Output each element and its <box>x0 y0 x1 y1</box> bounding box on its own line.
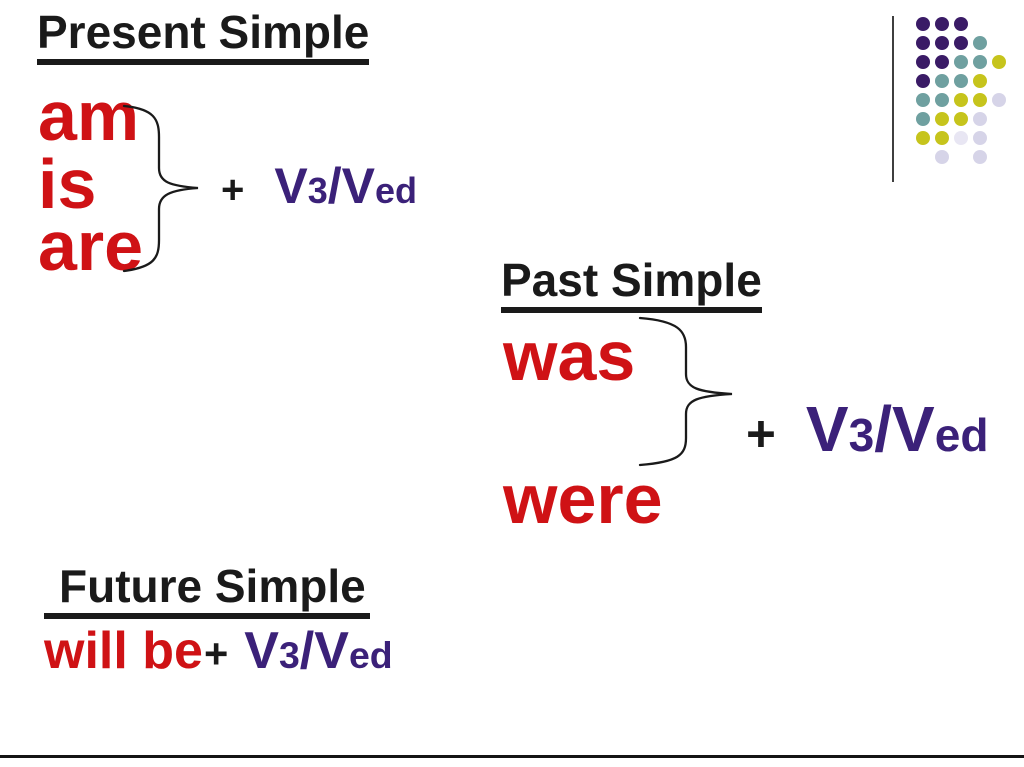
bottom-divider-line <box>0 755 1024 758</box>
plus-sign: + <box>221 168 245 212</box>
aux-form-are: are <box>38 207 144 285</box>
dot-row <box>913 71 1009 90</box>
dot-icon <box>972 54 987 69</box>
dot-icon <box>934 92 949 107</box>
dot-icon <box>915 35 930 50</box>
dot-pattern-decoration <box>913 14 1009 166</box>
dot-icon <box>915 16 930 31</box>
aux-form-am: am <box>38 77 140 155</box>
dot-row <box>913 90 1009 109</box>
verb-v: V <box>892 393 935 465</box>
dot-icon <box>915 54 930 69</box>
verb-v: V <box>805 393 849 465</box>
dot-icon <box>934 73 949 88</box>
vertical-line-decoration <box>892 16 894 182</box>
dot-icon <box>934 111 949 126</box>
plus-sign: + <box>746 405 776 462</box>
verb-sub-ed: ed <box>934 409 989 461</box>
slash: / <box>299 622 315 680</box>
formula-present: +V3/Ved <box>221 161 417 211</box>
dot-row <box>913 109 1009 128</box>
dot-icon <box>953 73 968 88</box>
formula-past: +V3/Ved <box>746 397 988 461</box>
curly-brace-icon <box>638 316 733 467</box>
formula-future: +V3/Ved <box>204 625 393 677</box>
dot-icon <box>934 130 949 145</box>
dot-icon <box>991 54 1006 69</box>
verb-sub-3: 3 <box>307 170 328 211</box>
dot-icon <box>953 111 968 126</box>
past-simple-heading: Past Simple <box>501 257 762 313</box>
verb-v: V <box>314 622 349 680</box>
dot-icon <box>953 16 968 31</box>
verb-sub-ed: ed <box>375 170 418 211</box>
curly-brace-icon <box>122 104 199 273</box>
dot-icon <box>915 73 930 88</box>
dot-icon <box>953 130 968 145</box>
dot-icon <box>953 35 968 50</box>
dot-icon <box>915 130 930 145</box>
dot-row <box>913 52 1009 71</box>
dot-icon <box>953 92 968 107</box>
dot-icon <box>934 149 949 164</box>
dot-row <box>913 33 1009 52</box>
verb-sub-3: 3 <box>848 409 875 461</box>
verb-v: V <box>274 158 308 214</box>
dot-icon <box>934 35 949 50</box>
dot-row <box>913 147 1009 166</box>
dot-icon <box>972 73 987 88</box>
verb-v: V <box>341 158 376 214</box>
aux-form-is: is <box>38 145 97 223</box>
verb-sub-3: 3 <box>278 634 300 676</box>
aux-form-will-be: will be <box>44 622 203 680</box>
verb-v: V <box>244 622 279 680</box>
dot-icon <box>972 35 987 50</box>
future-simple-heading: Future Simple <box>44 563 370 619</box>
dot-icon <box>972 92 987 107</box>
dot-row <box>913 128 1009 147</box>
aux-form-was: was <box>503 317 636 395</box>
present-simple-heading: Present Simple <box>37 9 370 65</box>
aux-form-were: were <box>503 460 663 538</box>
dot-icon <box>934 54 949 69</box>
dot-row <box>913 14 1009 33</box>
dot-icon <box>915 92 930 107</box>
dot-icon <box>991 92 1006 107</box>
dot-icon <box>915 111 930 126</box>
verb-sub-ed: ed <box>348 634 393 676</box>
dot-icon <box>972 111 987 126</box>
dot-icon <box>972 130 987 145</box>
slash: / <box>327 158 342 214</box>
plus-sign: + <box>204 630 229 677</box>
slash: / <box>874 393 893 465</box>
dot-icon <box>934 16 949 31</box>
dot-icon <box>972 149 987 164</box>
dot-icon <box>953 54 968 69</box>
